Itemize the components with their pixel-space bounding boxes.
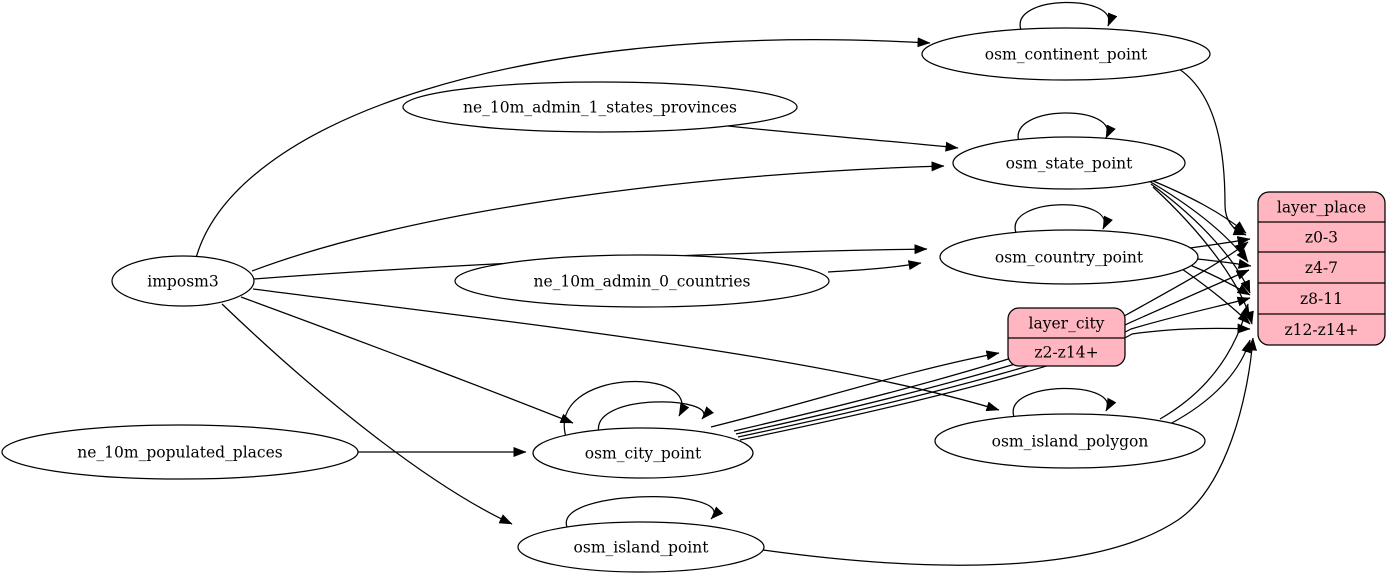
node-ne_10m_admin_0_countries: ne_10m_admin_0_countries — [454, 254, 830, 308]
edge-osm_island_point-to-layer_place:z12-z14+ — [762, 337, 1257, 566]
record-shape-layer_city — [1007, 307, 1126, 367]
node-ne_10m_admin_1_states_provinces: ne_10m_admin_1_states_provinces — [402, 81, 798, 133]
node-osm_continent_point: osm_continent_point — [921, 27, 1211, 81]
record-row-layer_place:z0-3: z0-3 — [1305, 229, 1338, 247]
record-row-layer_place:z8-11: z8-11 — [1300, 290, 1343, 308]
record-shape-layer_place — [1257, 191, 1386, 346]
node-label-osm_continent_point: osm_continent_point — [985, 46, 1148, 64]
node-shape-osm_island_point — [517, 521, 765, 573]
node-shape-osm_continent_point — [921, 27, 1211, 81]
node-osm_island_polygon: osm_island_polygon — [934, 413, 1206, 469]
edge-ne_10m_admin_0_countries-to-osm_country_point — [827, 260, 922, 273]
edge-ne_10m_admin_1_states_provinces-to-osm_state_point — [727, 125, 959, 152]
edge-osm_country_point-to-layer_place:z4-7 — [1196, 258, 1252, 269]
node-osm_country_point: osm_country_point — [939, 229, 1199, 285]
record-row-layer_place:z4-7: z4-7 — [1305, 259, 1338, 277]
edge-osm_state_point-to-layer_place:z8-11 — [1150, 183, 1251, 294]
edge-osm_country_point-to-layer_place:z0-3 — [1189, 236, 1251, 249]
node-label-osm_country_point: osm_country_point — [995, 249, 1144, 267]
node-osm_city_point: osm_city_point — [532, 427, 754, 479]
node-label-ne_10m_populated_places: ne_10m_populated_places — [77, 444, 282, 462]
record-row-layer_place:z12-z14+: z12-z14+ — [1284, 321, 1358, 339]
edge-osm_island_polygon-to-osm_island_polygon — [1012, 387, 1117, 418]
record-row-layer_city:z2-z14+: z2-z14+ — [1034, 344, 1098, 362]
edge-osm_country_point-to-layer_place:z8-11 — [1189, 264, 1251, 296]
edge-osm_continent_point-to-osm_continent_point — [1019, 1, 1118, 31]
edge-imposm3-to-osm_state_point — [251, 161, 945, 272]
record-row-layer_place:title: layer_place — [1277, 199, 1366, 217]
node-label-imposm3: imposm3 — [147, 273, 218, 291]
node-shape-ne_10m_admin_1_states_provinces — [402, 81, 798, 133]
record-layer_city: layer_city z2-z14+ — [1007, 307, 1126, 367]
node-shape-osm_country_point — [939, 229, 1199, 285]
record-layer_place: layer_place z0-3 z4-7 z8-11 z12-z14+ — [1257, 191, 1386, 346]
edge-osm_country_point-to-layer_place:z12-z14+ — [1181, 268, 1251, 325]
node-label-ne_10m_admin_1_states_provinces: ne_10m_admin_1_states_provinces — [463, 99, 737, 117]
edge-osm_island_polygon-to-layer_place:z8-11 — [1159, 303, 1250, 420]
node-label-osm_state_point: osm_state_point — [1006, 155, 1134, 173]
edge-osm_island_point-to-osm_island_point — [565, 496, 724, 528]
node-label-osm_city_point: osm_city_point — [585, 445, 702, 463]
node-imposm3: imposm3 — [111, 255, 255, 307]
edge-imposm3-to-osm_continent_point — [195, 37, 931, 259]
edge-osm_city_point-to-osm_city_point — [598, 401, 714, 434]
edge-osm_state_point-to-osm_state_point — [1017, 112, 1116, 143]
node-shape-ne_10m_populated_places — [1, 424, 359, 480]
edges — [195, 1, 1257, 566]
node-shape-imposm3 — [111, 255, 255, 307]
node-label-osm_island_point: osm_island_point — [574, 539, 710, 557]
record-row-layer_city:title: layer_city — [1029, 315, 1105, 333]
edge-osm_city_point-to-layer_place:z4-7 — [735, 269, 1250, 435]
edge-osm_state_point-to-layer_place:z4-7 — [1148, 180, 1249, 263]
node-shape-osm_state_point — [952, 136, 1186, 190]
edge-osm_state_point-to-layer_place:z0-3 — [1145, 177, 1247, 234]
node-osm_island_point: osm_island_point — [517, 521, 765, 573]
node-shape-ne_10m_admin_0_countries — [454, 254, 830, 308]
edge-osm_island_polygon-to-layer_place:z12-z14+ — [1169, 339, 1252, 425]
edge-imposm3-to-osm_island_point — [221, 303, 513, 525]
edge-imposm3-to-osm_island_polygon — [252, 288, 1000, 412]
node-shape-osm_island_polygon — [934, 413, 1206, 469]
edge-osm_city_point-to-osm_city_point — [563, 380, 690, 438]
node-osm_state_point: osm_state_point — [952, 136, 1186, 190]
edge-osm_city_point-to-layer_city:z2-z14+ — [710, 350, 1000, 428]
node-ne_10m_populated_places: ne_10m_populated_places — [1, 424, 359, 480]
node-shape-osm_city_point — [532, 427, 754, 479]
edge-osm_continent_point-to-layer_place:z0-3 — [1175, 66, 1247, 236]
node-label-ne_10m_admin_0_countries: ne_10m_admin_0_countries — [534, 273, 751, 291]
edge-osm_country_point-to-osm_country_point — [1014, 204, 1113, 234]
edge-imposm3-to-osm_city_point — [240, 296, 574, 424]
node-label-osm_island_polygon: osm_island_polygon — [992, 433, 1149, 451]
